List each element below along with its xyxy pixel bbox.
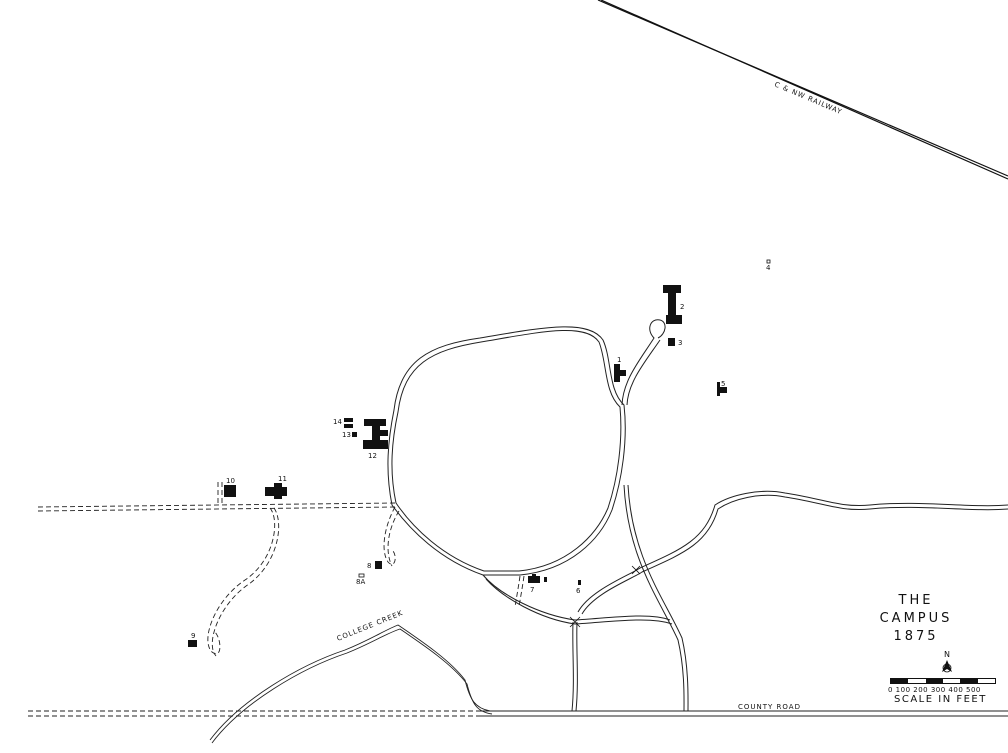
svg-text:10: 10 [226,477,235,485]
svg-text:6: 6 [576,587,581,595]
loop-drive [387,326,626,576]
svg-text:3: 3 [678,339,682,347]
svg-text:7: 7 [530,586,534,594]
north-spur [621,319,666,406]
building-11[interactable]: 11 [265,475,287,499]
building-14[interactable]: 14 [333,418,353,428]
building-13[interactable]: 13 [342,431,357,439]
scale-ticks: 0 100 200 300 400 500 [888,686,981,694]
compass-icon [942,660,952,673]
county-road-label: COUNTY ROAD [738,703,801,711]
svg-text:5: 5 [721,380,725,388]
building-2[interactable]: 2 [663,285,684,324]
building-7[interactable]: 7 [528,574,547,594]
college-creek [209,624,493,744]
east-road [577,490,1008,615]
building-3[interactable]: 3 [668,338,682,347]
building-8[interactable]: 8 [367,561,382,570]
west-road [37,482,396,512]
map-year: 1875 [893,629,939,644]
building-8a[interactable]: 8A [356,573,365,586]
building-10[interactable]: 10 [224,477,236,497]
building-12[interactable]: 12 [363,419,388,460]
svg-text:2: 2 [680,303,684,311]
svg-text:13: 13 [342,431,351,439]
svg-text:14: 14 [333,418,342,426]
svg-text:1: 1 [617,356,621,364]
svg-text:11: 11 [278,475,287,483]
svg-text:8: 8 [367,562,371,570]
building-9[interactable]: 9 [188,632,197,647]
svg-text:4: 4 [766,264,771,272]
building-4[interactable]: 4 [766,259,771,272]
north-label: N [944,650,950,659]
svg-text:8A: 8A [356,578,365,586]
county-road [28,710,1008,717]
building-6[interactable]: 6 [576,580,581,595]
scale-caption: SCALE IN FEET [894,694,987,705]
north-arrow-icon: N [940,650,954,675]
building-5[interactable]: 5 [717,380,727,396]
bridge-marks [569,565,641,628]
creek-label: COLLEGE CREEK [336,609,405,643]
scale-bar [890,678,996,684]
map-title: THE CAMPUS [879,593,953,626]
railway-label: C & NW RAILWAY [773,80,843,116]
dashed-drives [207,506,525,657]
svg-text:9: 9 [191,632,195,640]
svg-text:12: 12 [368,452,377,460]
map-title-block: THE CAMPUS 1875 [860,592,972,646]
south-road [482,484,689,712]
railway-line [597,0,1008,180]
building-1[interactable]: 1 [614,356,626,382]
